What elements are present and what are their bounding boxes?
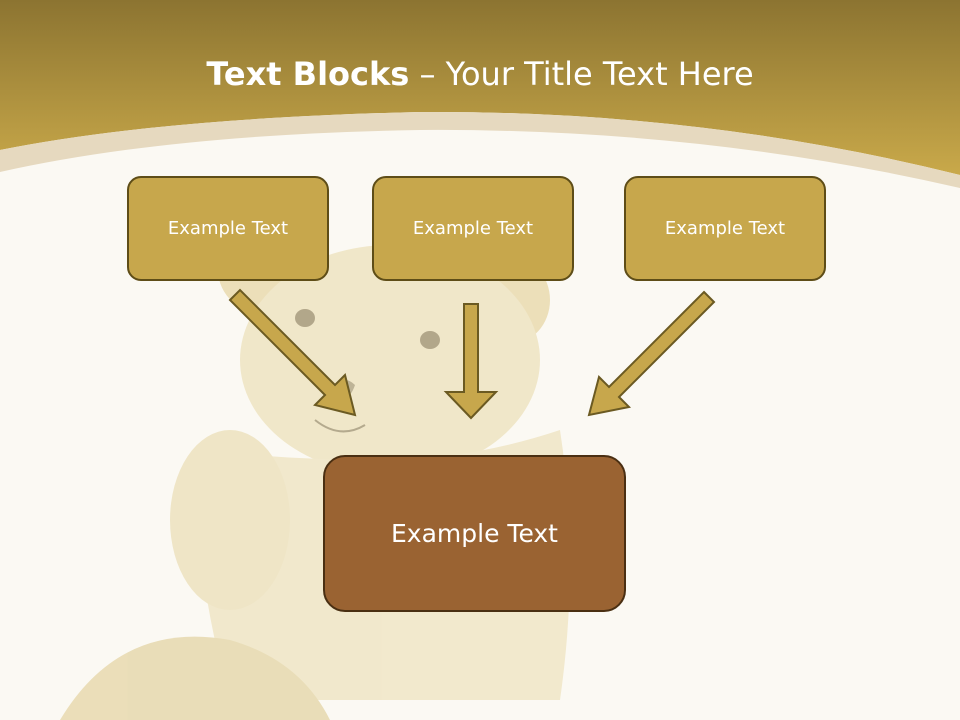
- arrow-right-icon: [587, 290, 716, 417]
- header-wave: [0, 111, 960, 188]
- title-bold: Text Blocks: [206, 55, 410, 93]
- text-block-center-label: Example Text: [412, 218, 534, 239]
- text-block-left: Example Text: [127, 176, 329, 281]
- page-title: Text Blocks – Your Title Text Here: [0, 52, 960, 96]
- text-block-center: Example Text: [372, 176, 574, 281]
- header-band: [0, 0, 960, 175]
- text-block-bottom-label: Example Text: [391, 519, 558, 548]
- title-rest: Your Title Text Here: [445, 55, 754, 93]
- title-dash: –: [409, 55, 446, 93]
- arrow-down-icon: [443, 303, 499, 420]
- text-block-bottom: Example Text: [323, 455, 626, 612]
- text-block-right: Example Text: [624, 176, 826, 281]
- text-block-right-label: Example Text: [664, 218, 786, 239]
- text-block-left-label: Example Text: [167, 218, 289, 239]
- arrow-left-icon: [228, 288, 357, 417]
